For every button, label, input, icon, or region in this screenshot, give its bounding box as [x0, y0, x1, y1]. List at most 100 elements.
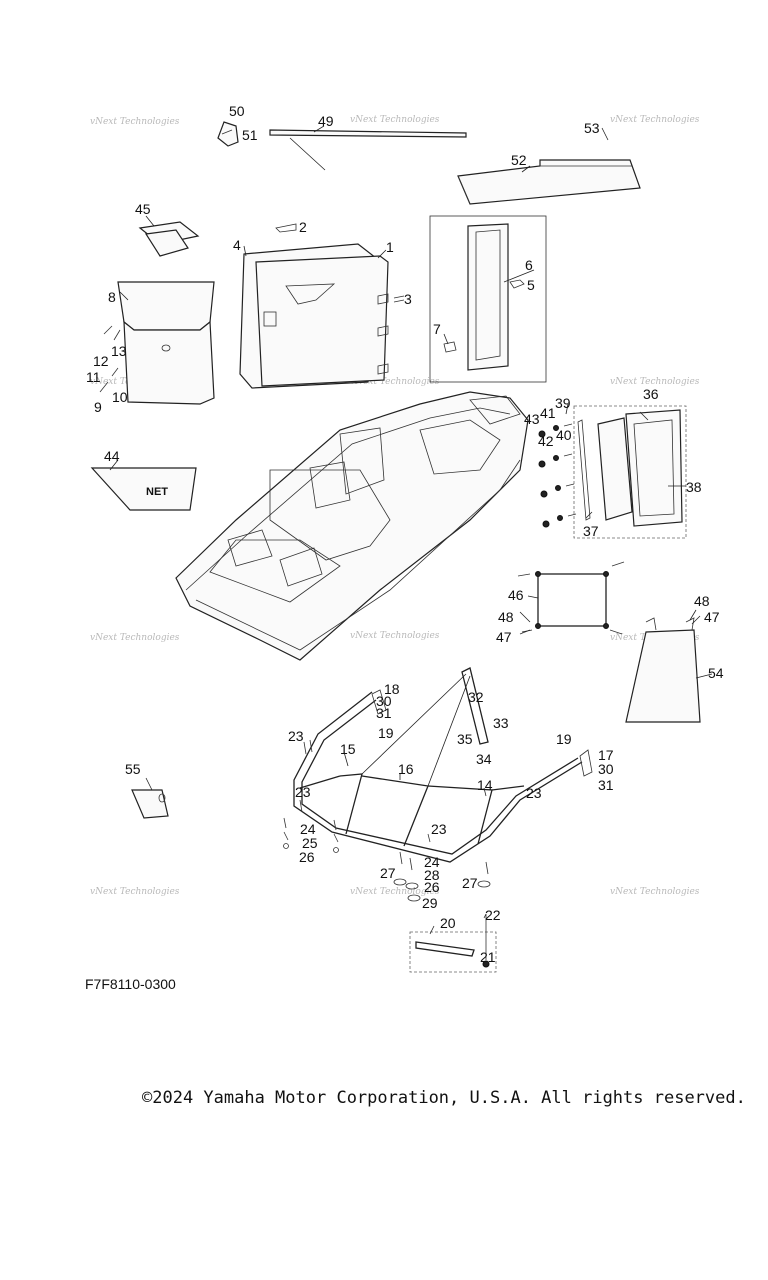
- callout-10: 10: [112, 389, 128, 405]
- callout-48b: 48: [694, 593, 710, 609]
- part-light-55: [131, 789, 169, 819]
- callout-20: 20: [440, 915, 456, 931]
- callout-9: 9: [94, 399, 102, 415]
- callout-46: 46: [508, 587, 524, 603]
- callout-45: 45: [135, 201, 151, 217]
- callout-42: 42: [538, 433, 554, 449]
- callout-23c: 23: [431, 821, 447, 837]
- part-hardware-39-43: [538, 423, 577, 528]
- part-rod-49: [269, 129, 467, 171]
- callout-28: 28: [424, 867, 440, 883]
- watermark: vNext Technologies: [90, 633, 180, 643]
- callout-27b: 27: [462, 875, 478, 891]
- callout-4: 4: [233, 237, 241, 253]
- part-net-44: NET: [90, 467, 197, 511]
- watermark: vNext Technologies: [610, 887, 700, 897]
- part-windshield-14-35: [293, 667, 593, 863]
- part-hardware-9-13: [99, 325, 121, 393]
- callout-34: 34: [476, 751, 492, 767]
- boat-hull: [175, 391, 529, 661]
- callout-6: 6: [525, 257, 533, 273]
- part-hinge-2: [275, 223, 297, 233]
- callout-7: 7: [433, 321, 441, 337]
- callout-47b: 47: [704, 609, 720, 625]
- callout-17: 17: [598, 747, 614, 763]
- watermark: vNext Technologies: [90, 117, 180, 127]
- callout-26a: 26: [299, 849, 315, 865]
- callout-49: 49: [318, 113, 334, 129]
- watermark: vNext Technologies: [610, 377, 700, 387]
- watermark: vNext Technologies: [350, 115, 440, 125]
- callout-1: 1: [386, 239, 394, 255]
- callout-50: 50: [229, 103, 245, 119]
- callout-19: 19: [378, 725, 394, 741]
- figure-code: F7F8110-0300: [85, 976, 176, 992]
- leader-lines: [109, 125, 713, 935]
- callout-13: 13: [111, 343, 127, 359]
- part-cover-54: [625, 617, 701, 723]
- callout-14: 14: [477, 777, 493, 793]
- callout-18: 18: [384, 681, 400, 697]
- callout-41: 41: [540, 405, 556, 421]
- part-tray-45: [138, 221, 200, 257]
- callout-23b: 23: [295, 784, 311, 800]
- callout-25: 25: [302, 835, 318, 851]
- copyright-notice: ©2024 Yamaha Motor Corporation, U.S.A. A…: [142, 1088, 746, 1108]
- callout-44: 44: [104, 448, 120, 464]
- watermark: vNext Technologies: [350, 887, 440, 897]
- part-hardware-23-29: [283, 739, 491, 902]
- callout-29: 29: [422, 895, 438, 911]
- callout-27a: 27: [380, 865, 396, 881]
- callout-40: 40: [556, 427, 572, 443]
- callout-2: 2: [299, 219, 307, 235]
- callout-12: 12: [93, 353, 109, 369]
- callout-3: 3: [404, 291, 412, 307]
- callout-24b: 24: [424, 854, 440, 870]
- callout-16: 16: [398, 761, 414, 777]
- callout-36: 36: [643, 386, 659, 402]
- callout-31b: 31: [598, 777, 614, 793]
- part-bin-8: [117, 281, 215, 405]
- callout-55: 55: [125, 761, 141, 777]
- callout-48a: 48: [498, 609, 514, 625]
- callout-22: 22: [485, 907, 501, 923]
- callout-35: 35: [457, 731, 473, 747]
- callout-53: 53: [584, 120, 600, 136]
- callout-32: 32: [468, 689, 484, 705]
- callout-15: 15: [340, 741, 356, 757]
- callout-38: 38: [686, 479, 702, 495]
- callout-37: 37: [583, 523, 599, 539]
- part-frame-46: [517, 561, 625, 635]
- part-latches-3: [377, 293, 405, 375]
- callout-33: 33: [493, 715, 509, 731]
- callout-54: 54: [708, 665, 724, 681]
- part-panel-52: [457, 159, 641, 205]
- callout-8: 8: [108, 289, 116, 305]
- callout-19b: 19: [556, 731, 572, 747]
- callout-23a: 23: [288, 728, 304, 744]
- callout-52: 52: [511, 152, 527, 168]
- callout-5: 5: [527, 277, 535, 293]
- part-trim-20-22: [409, 914, 497, 973]
- part-doors-1-4: [239, 243, 389, 389]
- watermark: vNext Technologies: [350, 377, 440, 387]
- callout-30b: 30: [598, 761, 614, 777]
- callout-23d: 23: [526, 785, 542, 801]
- callout-11: 11: [86, 369, 101, 385]
- callout-51: 51: [242, 127, 258, 143]
- callouts: 1 2 3 4 5 6 7 8 9 10 11 12 13 14 15 16 1…: [86, 103, 724, 965]
- callout-47a: 47: [496, 629, 512, 645]
- watermark: vNext Technologies: [90, 887, 180, 897]
- callout-31a: 31: [376, 705, 392, 721]
- part-hatch-36-38: [573, 405, 687, 539]
- watermark: vNext Technologies: [610, 115, 700, 125]
- callout-30a: 30: [376, 693, 392, 709]
- callout-26b: 26: [424, 879, 440, 895]
- net-label: NET: [146, 486, 168, 498]
- callout-43: 43: [524, 411, 540, 427]
- callout-21: 21: [480, 949, 496, 965]
- part-clip-50: [217, 121, 239, 147]
- inset-console-5-7: [429, 215, 547, 383]
- callout-39: 39: [555, 395, 571, 411]
